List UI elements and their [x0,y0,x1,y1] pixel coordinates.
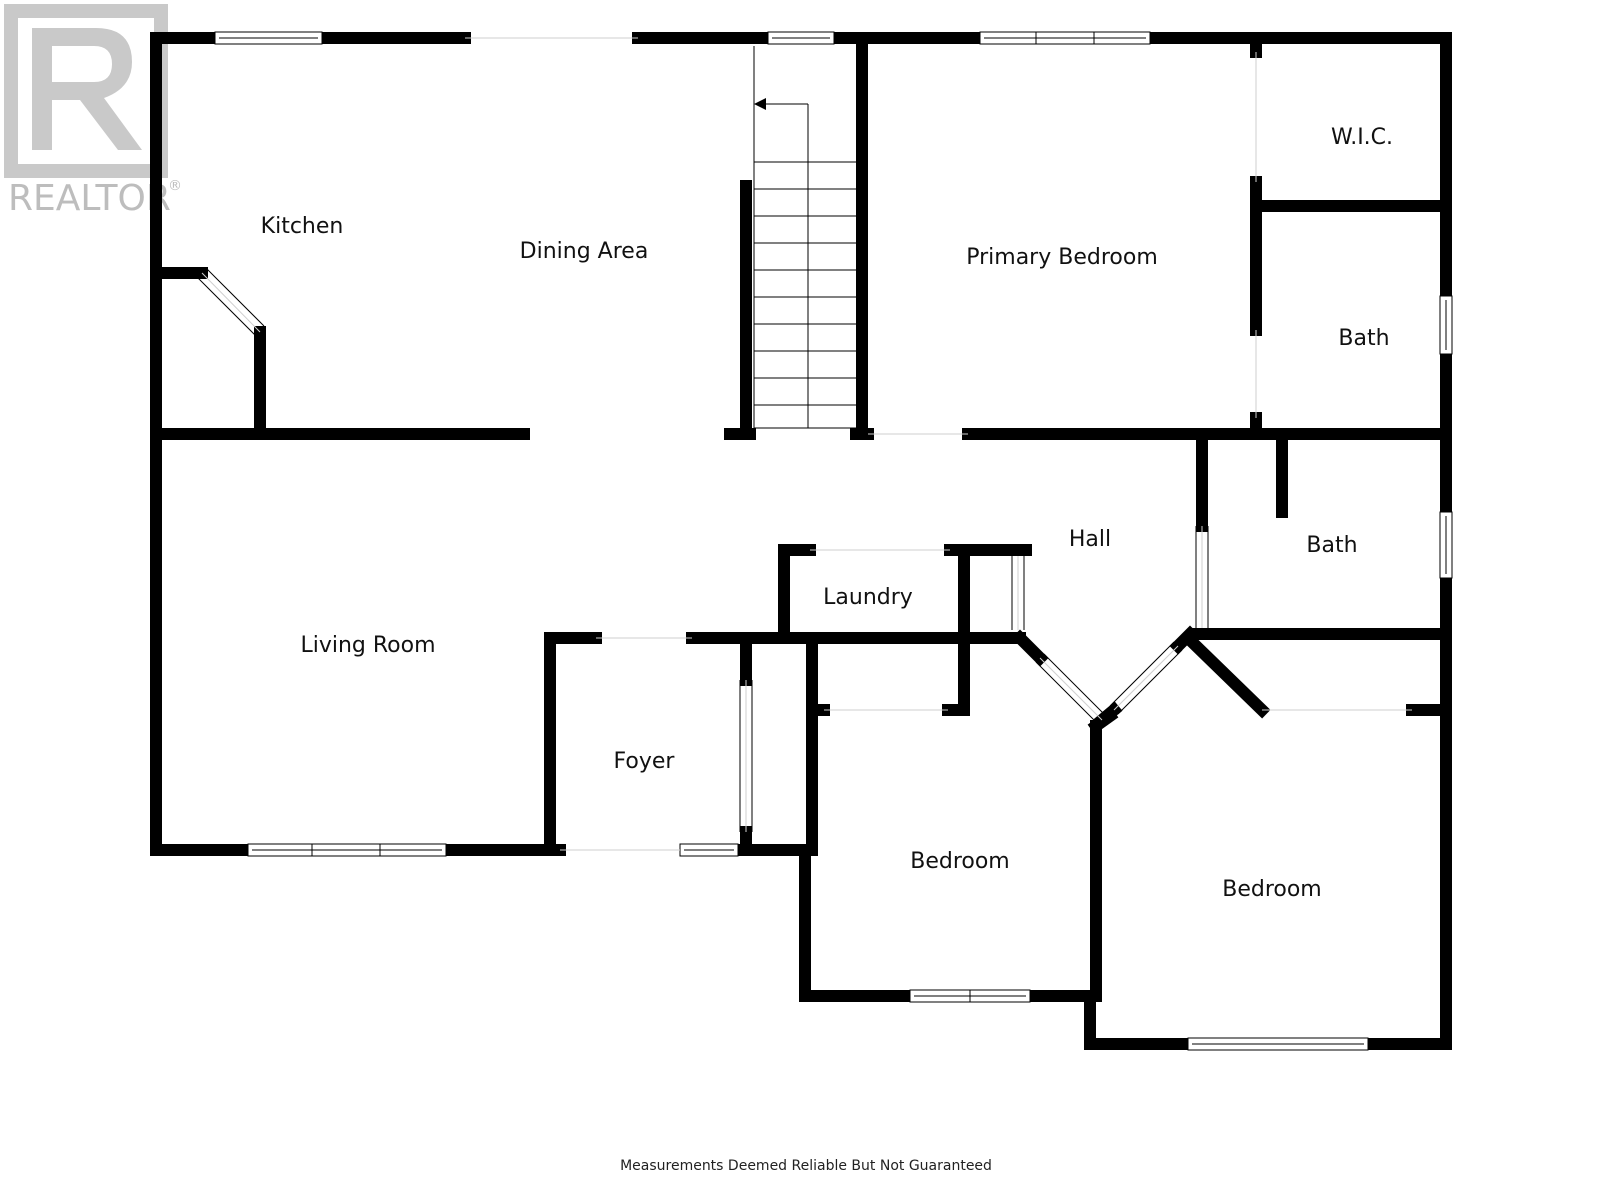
room-label-wic: W.I.C. [1331,125,1393,150]
realtor-registered-mark: ® [168,178,182,194]
room-label-hall: Hall [1069,527,1111,552]
walls [150,32,1452,1050]
room-labels: Kitchen Dining Area Primary Bedroom W.I.… [261,125,1393,902]
room-label-laundry: Laundry [823,585,913,610]
opening-jambs [197,267,1209,832]
staircase [753,46,856,429]
room-label-bedroom-middle: Bedroom [910,849,1010,874]
room-label-kitchen: Kitchen [261,214,344,239]
door-openings [201,37,1412,851]
realtor-logo: REALTOR ® [4,4,182,219]
room-label-bath-hall: Bath [1306,533,1357,558]
windows [214,31,1453,1051]
room-label-bath-primary: Bath [1338,326,1389,351]
room-label-dining-area: Dining Area [520,239,649,264]
room-label-living-room: Living Room [300,633,435,658]
disclaimer-note: Measurements Deemed Reliable But Not Gua… [620,1158,992,1174]
realtor-logo-text: REALTOR [8,178,171,219]
stair-direction-arrow-icon [754,98,766,110]
room-label-bedroom-right: Bedroom [1222,877,1322,902]
room-label-foyer: Foyer [614,749,676,774]
room-label-primary-bedroom: Primary Bedroom [966,245,1158,270]
